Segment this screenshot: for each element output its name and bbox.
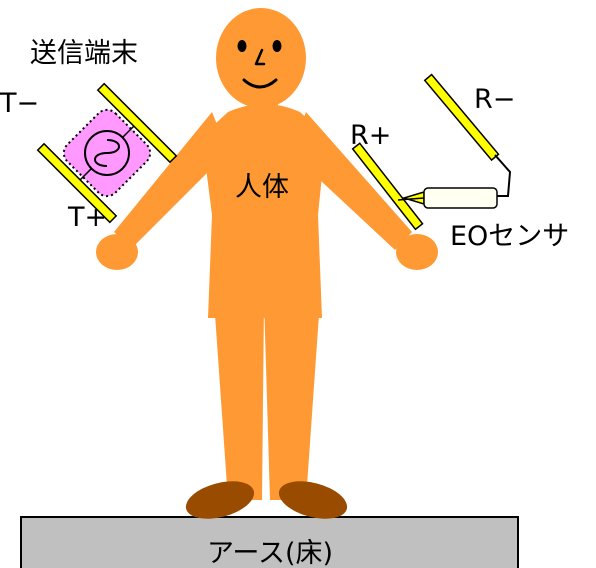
left-eye: [237, 40, 247, 52]
torso: [202, 104, 326, 318]
r-minus-electrode: [423, 73, 500, 162]
left-leg: [214, 300, 264, 500]
ground-label: アース(床): [207, 538, 333, 568]
right-leg: [264, 300, 320, 500]
head: [216, 8, 306, 108]
human-figure: [96, 8, 438, 500]
human-body-label: 人体: [235, 172, 289, 203]
right-shoe: [278, 481, 348, 519]
t-plus-label: T+: [67, 202, 107, 233]
face: [237, 40, 282, 89]
nose: [254, 48, 266, 66]
ac-sine-symbol: [94, 139, 120, 167]
sensor-body: [423, 187, 498, 209]
ground-floor: アース(床): [20, 516, 519, 568]
transmitter-label: 送信端末: [30, 38, 138, 69]
ac-source-icon: [84, 130, 130, 176]
shoes: [185, 481, 348, 519]
sensor-lead: [397, 197, 425, 201]
r-plus-electrode: [351, 142, 424, 231]
mouth: [242, 78, 278, 89]
left-hand: [96, 234, 138, 270]
t-minus-label: T−: [0, 88, 39, 119]
eo-sensor: [397, 154, 512, 209]
sensor-wire: [494, 154, 512, 197]
right-eye: [272, 40, 282, 52]
r-minus-label: R−: [474, 84, 515, 115]
left-shoe: [185, 481, 255, 519]
t-minus-wire: [122, 125, 135, 138]
ground-slab: [20, 516, 519, 568]
r-plus-label: R+: [350, 120, 391, 151]
eo-sensor-label: EOセンサ: [450, 221, 569, 252]
t-plus-wire: [79, 168, 92, 181]
right-hand: [396, 234, 438, 270]
left-arm: [114, 112, 228, 248]
